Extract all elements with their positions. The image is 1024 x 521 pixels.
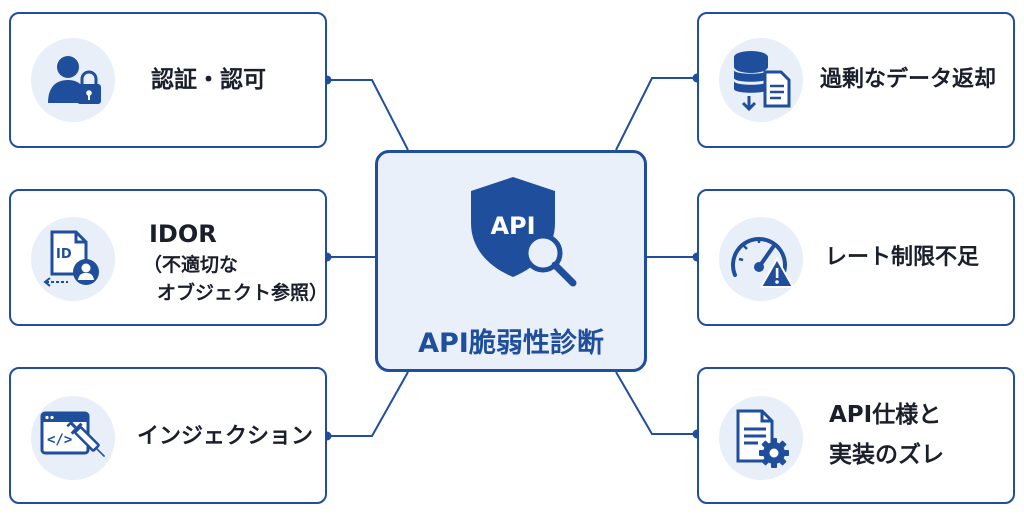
card-injection: </> インジェクション [9, 367, 327, 504]
shield-text: API [490, 212, 535, 240]
center-title: API脆弱性診断 [418, 328, 604, 359]
document-gear-icon [719, 396, 803, 480]
speedometer-warning-icon [719, 217, 803, 301]
card-authentication: 認証・認可 [9, 12, 327, 148]
card-excess-data: 過剰なデータ返却 [697, 12, 1015, 148]
card-label: インジェクション [137, 424, 314, 449]
card-label: 過剰なデータ返却 [820, 67, 997, 92]
card-spec-mismatch: API仕様と 実装のズレ [697, 367, 1015, 504]
card-label: レート制限不足 [825, 245, 980, 270]
code-syringe-icon: </> [31, 396, 115, 480]
card-label: 実装のズレ [829, 442, 944, 468]
card-label: IDOR [149, 220, 217, 248]
card-label: 認証・認可 [151, 67, 266, 93]
svg-text:ID: ID [56, 247, 72, 262]
user-lock-icon [31, 38, 115, 122]
svg-text:</>: </> [47, 432, 72, 448]
card-sublabel: オブジェクト参照） [157, 282, 329, 304]
card-sublabel: （不適切な [143, 254, 239, 276]
connector-injection [327, 371, 409, 437]
card-rate-limit: レート制限不足 [697, 189, 1015, 326]
card-label: API仕様と [829, 402, 942, 428]
shield-search-icon: API [471, 177, 577, 287]
database-document-icon [719, 38, 803, 122]
card-idor: ID IDOR （不適切な オブジェクト参照） [9, 189, 329, 326]
center-box: API API脆弱性診断 [375, 150, 647, 372]
connector-excess-data [615, 77, 697, 151]
connector-spec-mismatch [615, 371, 697, 435]
connector-auth [327, 79, 409, 151]
id-document-user-icon: ID [31, 217, 115, 301]
